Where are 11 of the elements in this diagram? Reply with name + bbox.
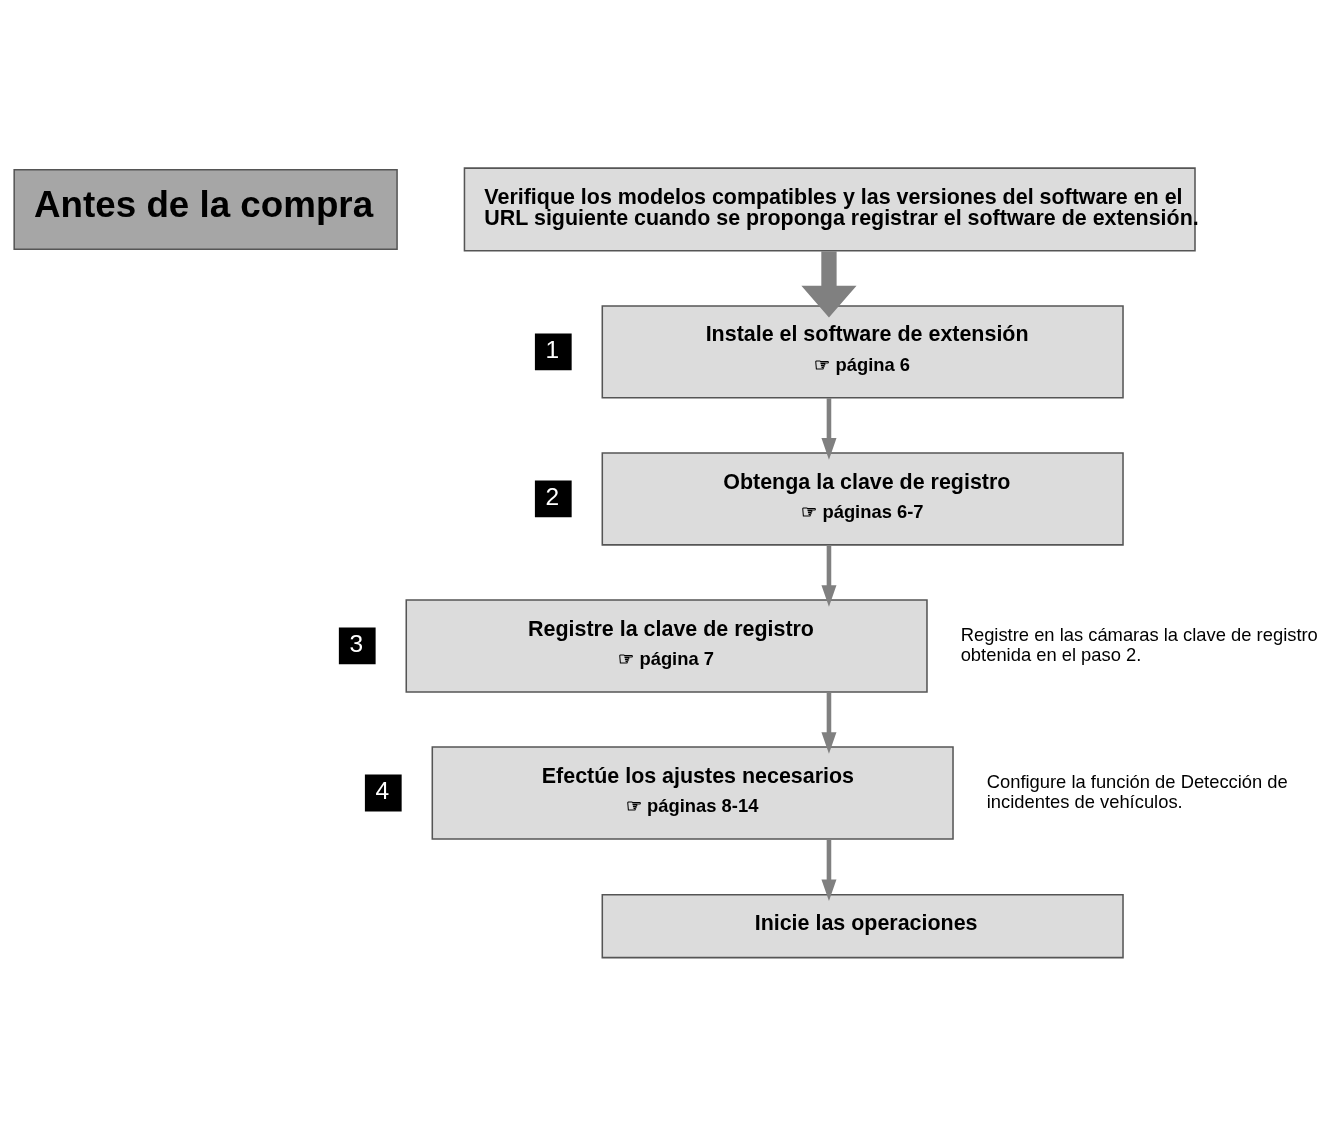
node-label: 4 xyxy=(375,776,390,804)
arrow xyxy=(821,544,837,607)
arrow xyxy=(801,250,857,317)
node-label: Configure la función de Detección de incidentes de vehículos. xyxy=(986,770,1288,812)
arrow xyxy=(821,838,837,901)
node-label: 3 xyxy=(349,629,364,657)
node-label: 2 xyxy=(545,482,560,510)
node-label: 1 xyxy=(545,335,560,363)
node-label: Registre en las cámaras la clave de registro obtenida en el paso 2. xyxy=(960,623,1318,665)
arrow xyxy=(821,397,837,460)
arrow xyxy=(821,691,837,754)
